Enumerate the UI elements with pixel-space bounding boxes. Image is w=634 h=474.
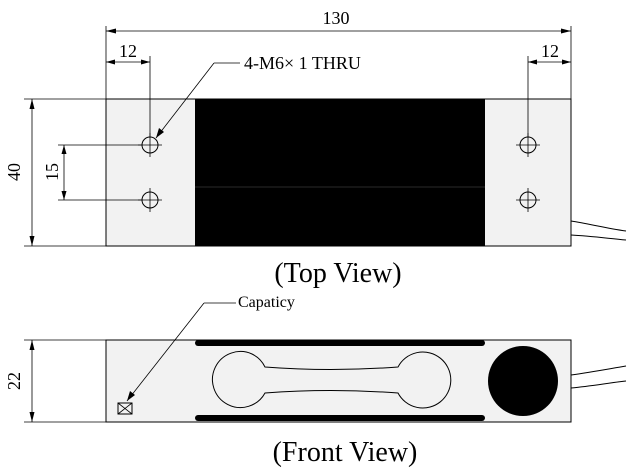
- dimension-right-hole-offset: 12: [527, 41, 571, 137]
- dimension-overall-width: 40: [4, 98, 106, 247]
- front-view-bottom-plate: [195, 415, 485, 421]
- top-view-cable: [570, 220, 627, 241]
- front-view-bending-beam-hole: [211, 351, 452, 409]
- capacity-callout: Capaticy: [126, 294, 295, 402]
- mounting-hole-bottom-right: [516, 188, 540, 212]
- front-view: Capaticy 22 (Front View): [4, 294, 627, 468]
- front-view-label: (Front View): [273, 437, 418, 468]
- capacity-callout-label: Capaticy: [238, 294, 295, 311]
- top-view-strain-area: [195, 99, 485, 246]
- capacity-marker: [117, 402, 133, 415]
- dimension-overall-length: 130: [105, 8, 572, 99]
- left-hole-offset-label: 12: [119, 41, 137, 61]
- front-view-top-plate: [195, 340, 485, 346]
- thread-callout-label: 4-M6× 1 THRU: [244, 53, 361, 73]
- front-view-cable: [570, 365, 627, 389]
- top-view: 130 12 12 4-M6× 1 THRU: [4, 8, 627, 289]
- dimension-height: 22: [4, 339, 106, 423]
- overall-length-label: 130: [323, 8, 350, 28]
- thread-callout: 4-M6× 1 THRU: [155, 53, 361, 139]
- dimension-left-hole-offset: 12: [106, 41, 151, 137]
- right-hole-offset-label: 12: [541, 41, 559, 61]
- front-view-gauge-cover: [488, 346, 558, 416]
- overall-width-label: 40: [4, 163, 24, 181]
- dimension-hole-spacing: 15: [42, 144, 142, 201]
- hole-spacing-label: 15: [42, 163, 62, 181]
- top-view-label: (Top View): [274, 258, 401, 289]
- height-label: 22: [4, 372, 24, 390]
